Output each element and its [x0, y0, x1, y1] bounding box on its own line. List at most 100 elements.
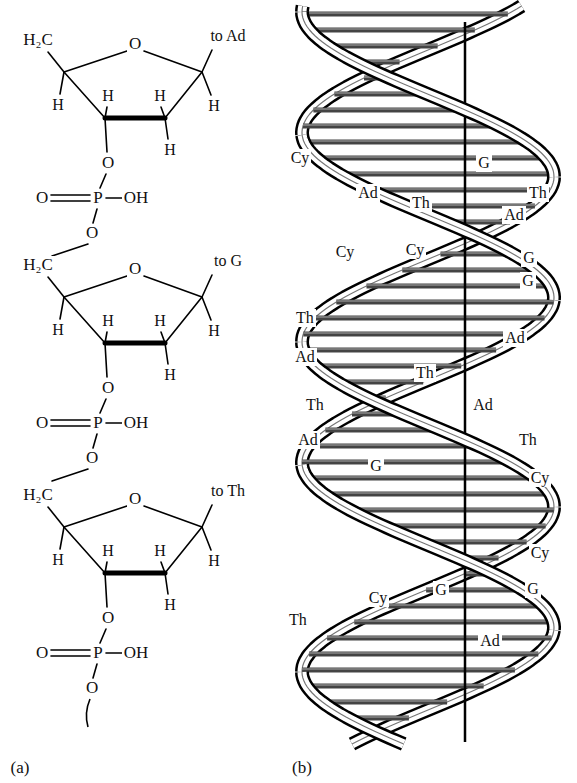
- base-pair-rung: [303, 332, 524, 337]
- strand-shading: [302, 135, 554, 300]
- bond-line: [51, 425, 90, 427]
- atom-label: H₂C: [21, 486, 55, 505]
- base-pair-highlight: [315, 364, 461, 365]
- bond-line: [100, 629, 106, 643]
- atom-label: H: [100, 312, 116, 330]
- base-label: Th: [294, 309, 316, 327]
- base-label: Cy: [289, 149, 312, 167]
- atom-label: O: [34, 644, 50, 663]
- base-label: G: [521, 249, 537, 267]
- bond-line: [144, 276, 202, 297]
- atom-label: H: [162, 366, 178, 384]
- bond-line: [51, 419, 90, 421]
- base-label: Ad: [293, 348, 317, 366]
- bond-line: [64, 297, 105, 343]
- atom-label: O: [84, 679, 100, 698]
- base-pair-rung: [307, 476, 535, 481]
- base-pair-highlight: [304, 140, 527, 141]
- atom-label: OH: [122, 414, 151, 433]
- base-pair-rung: [322, 700, 447, 705]
- bond-line: [60, 72, 64, 94]
- base-label: Cy: [367, 589, 390, 607]
- base-pair-rung: [302, 460, 511, 465]
- bond-line: [64, 506, 127, 527]
- base-pair-highlight: [313, 108, 465, 109]
- bond-line: [51, 200, 90, 202]
- base-pair-rung: [303, 124, 500, 129]
- base-pair-rung: [317, 156, 546, 161]
- atom-label: H₂C: [21, 256, 55, 275]
- atom-label: O: [34, 189, 50, 208]
- bond-line: [51, 649, 90, 651]
- panel-label: (a): [9, 759, 32, 778]
- atom-label: O: [84, 449, 100, 468]
- base-pair-highlight: [310, 28, 475, 29]
- base-link-label: to Th: [209, 482, 247, 500]
- bond-line: [100, 174, 106, 188]
- strand-shading: [302, 342, 554, 507]
- base-label: Th: [517, 431, 539, 449]
- strand-shading: [302, 465, 554, 630]
- base-pair-highlight: [370, 188, 550, 189]
- ring-front-bond: [105, 571, 165, 576]
- base-pair-highlight: [336, 300, 553, 301]
- atom-label: O: [127, 490, 143, 509]
- bond-line: [165, 343, 168, 364]
- bond-line: [106, 422, 123, 424]
- base-pair-rung: [315, 316, 545, 321]
- bond-line: [202, 527, 211, 550]
- bond-line: [105, 332, 107, 343]
- base-pair-highlight: [350, 508, 554, 509]
- base-pair-highlight: [327, 636, 551, 637]
- bond-line: [106, 197, 123, 199]
- atom-label: H: [50, 96, 66, 114]
- atom-label: H: [50, 321, 66, 339]
- bond-line: [105, 118, 107, 152]
- bond-line: [202, 505, 212, 527]
- atom-label: H: [206, 552, 222, 570]
- base-pair-highlight: [339, 172, 554, 173]
- strand-outline: [295, 6, 310, 12]
- atom-label: H: [206, 97, 222, 115]
- atom-label: OH: [122, 644, 151, 663]
- base-label: Cy: [404, 241, 427, 259]
- atom-label: O: [127, 35, 143, 54]
- atom-label: H: [152, 312, 168, 330]
- bond-line: [48, 52, 64, 72]
- strand-ribbon: [302, 672, 404, 744]
- bond-line: [165, 72, 202, 118]
- base-label: Ad: [478, 632, 502, 650]
- base-label: G: [525, 580, 541, 598]
- bond-line: [64, 51, 127, 72]
- base-pair-rung: [350, 508, 554, 513]
- base-pair-rung: [328, 44, 438, 49]
- bond-line: [105, 107, 107, 118]
- bond-line: [64, 72, 105, 118]
- atom-label: H: [100, 542, 116, 560]
- atom-label: H₂C: [21, 31, 55, 50]
- bond-line: [51, 655, 90, 657]
- base-pair-highlight: [317, 156, 546, 157]
- strand-ribbon: [302, 12, 554, 177]
- atom-label: H: [152, 542, 168, 560]
- base-pair-rung: [302, 12, 508, 17]
- atom-label: OH: [122, 189, 151, 208]
- base-label: Cy: [334, 243, 357, 261]
- strand-ribbon: [302, 342, 554, 507]
- bond-line: [60, 527, 64, 549]
- strand-ribbon: [302, 135, 554, 300]
- bond-line: [52, 244, 88, 256]
- atom-label: P: [91, 414, 104, 433]
- bond-line: [51, 194, 90, 196]
- base-pair-highlight: [402, 268, 537, 269]
- base-label: Ad: [503, 329, 527, 347]
- bond-line: [64, 276, 127, 297]
- base-pair-highlight: [308, 444, 479, 445]
- base-label: Cy: [529, 544, 552, 562]
- base-pair-highlight: [307, 476, 535, 477]
- strand-shading: [302, 12, 554, 177]
- base-label: Th: [414, 364, 436, 382]
- bond-line: [165, 297, 202, 343]
- atom-label: P: [91, 644, 104, 663]
- base-pair-rung: [309, 652, 538, 657]
